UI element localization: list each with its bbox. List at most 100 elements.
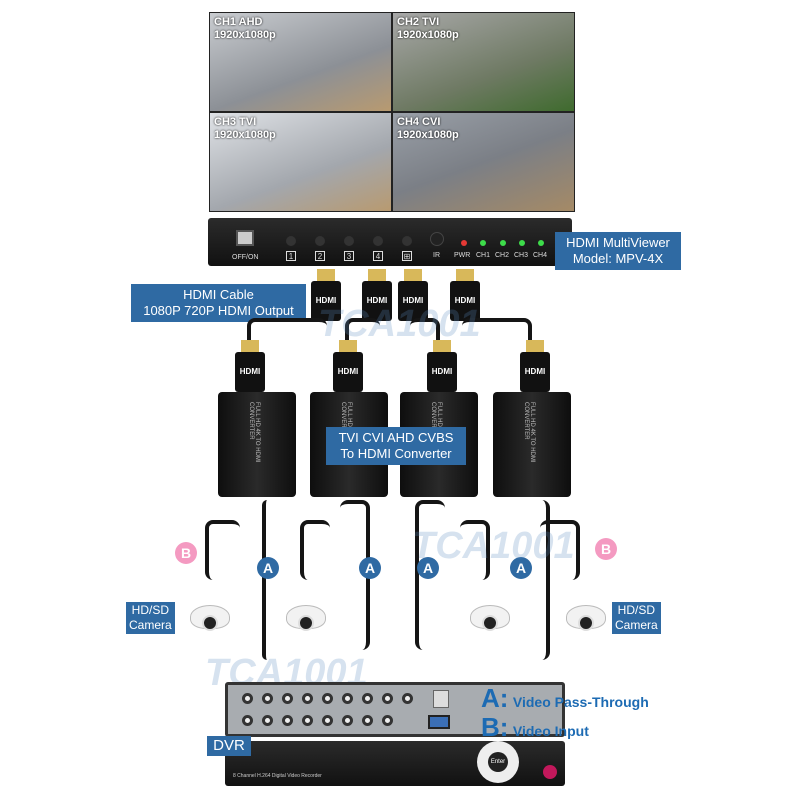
channel-resolution: 1920x1080p	[397, 129, 459, 141]
bnc-port	[282, 693, 293, 704]
channel-name: CH1 AHD	[214, 16, 263, 28]
camera-label-line1: HD/SD	[131, 603, 170, 617]
ir-label: IR	[433, 252, 440, 259]
camera	[466, 605, 514, 641]
camera-label-line1: HD/SD	[617, 603, 656, 617]
navigation-dial[interactable]: Enter	[477, 741, 519, 783]
channel-resolution: 1920x1080p	[214, 129, 276, 141]
watermark: TCA1001	[318, 303, 481, 345]
button-3-label: 3	[344, 251, 354, 261]
bnc-port	[342, 715, 353, 726]
button-3[interactable]	[344, 236, 354, 246]
hdmi-plug: HDMI	[520, 340, 550, 392]
button-1-label: 1	[286, 251, 296, 261]
legend-a-text: Video Pass-Through	[512, 694, 649, 710]
bnc-port	[262, 715, 273, 726]
led-label: CH1	[476, 252, 491, 259]
bnc-cable-b	[205, 520, 240, 580]
badge-a: A	[510, 557, 532, 579]
legend-b-text: Video Input	[512, 723, 589, 739]
watermark: TCA1001	[412, 525, 575, 567]
led-label: CH4	[533, 252, 548, 259]
hdmi-cable	[345, 318, 380, 353]
legend-b: B: Video Input	[481, 712, 589, 743]
led-ch2	[500, 240, 506, 246]
hdmi-plug: HDMI	[398, 269, 428, 321]
bnc-port	[282, 715, 293, 726]
vga-port	[428, 715, 450, 729]
power-button[interactable]	[543, 765, 557, 779]
bnc-port	[382, 693, 393, 704]
button-2-label: 2	[315, 251, 325, 261]
hdmi-cable	[410, 318, 440, 353]
button-4-label: 4	[373, 251, 383, 261]
converter-text: FULL HD 4K TO HDMI CONVERTER	[248, 402, 260, 463]
badge-a: A	[417, 557, 439, 579]
legend-a: A: Video Pass-Through	[481, 683, 649, 714]
led-ch4	[538, 240, 544, 246]
hdmi-plug: HDMI	[333, 340, 363, 392]
converter-label: TVI CVI AHD CVBS To HDMI Converter	[326, 427, 466, 465]
bnc-cable-b	[540, 520, 580, 580]
bnc-port	[362, 693, 373, 704]
bnc-cable-a	[520, 500, 550, 660]
bnc-port	[322, 693, 333, 704]
converter-label-line1: TVI CVI AHD CVBS	[338, 430, 454, 445]
hdmi-plug: HDMI	[362, 269, 392, 321]
button-4[interactable]	[373, 236, 383, 246]
bnc-cable-a	[415, 500, 445, 650]
camera	[282, 605, 330, 641]
hdmi-plug: HDMI	[311, 269, 341, 321]
hdmi-cable-label: HDMI Cable 1080P 720P HDMI Output	[131, 284, 306, 322]
hdmi-cable	[247, 318, 327, 353]
hdmi-cable	[462, 318, 532, 353]
bnc-port	[322, 715, 333, 726]
converter-4: FULL HD 4K TO HDMI CONVERTER	[493, 392, 571, 497]
button-quad-label: ⊞	[402, 251, 412, 261]
dvr-label: DVR	[207, 736, 251, 756]
bnc-port	[262, 693, 273, 704]
button-quad[interactable]	[402, 236, 412, 246]
button-1[interactable]	[286, 236, 296, 246]
hdmi-plug: HDMI	[450, 269, 480, 321]
badge-a: A	[257, 557, 279, 579]
led-label: PWR	[454, 252, 471, 259]
hdmi-multiviewer-device: OFF/ON 1 2 3 4 ⊞ IR PWR CH1 CH2 CH3 CH4	[208, 218, 572, 266]
channel-name: CH3 TVI	[214, 116, 257, 128]
channel-name: CH2 TVI	[397, 16, 440, 28]
legend-b-key: B:	[481, 712, 509, 742]
badge-a: A	[359, 557, 381, 579]
bnc-port	[242, 715, 253, 726]
bnc-port	[302, 715, 313, 726]
led-label: CH3	[514, 252, 529, 259]
channel-resolution: 1920x1080p	[397, 29, 459, 41]
bnc-port	[382, 715, 393, 726]
button-2[interactable]	[315, 236, 325, 246]
converter-text: FULL HD 4K TO HDMI CONVERTER	[523, 402, 535, 463]
ir-sensor	[430, 232, 444, 246]
bnc-port	[342, 693, 353, 704]
dvr-front-panel: 8 Channel H.264 Digital Video Recorder E…	[225, 741, 565, 786]
channel-resolution: 1920x1080p	[214, 29, 276, 41]
badge-b: B	[595, 538, 617, 560]
enter-button[interactable]: Enter	[488, 752, 508, 772]
power-switch[interactable]	[236, 230, 254, 246]
bnc-cable-a	[262, 500, 272, 660]
channel-name: CH4 CVI	[397, 116, 441, 128]
bnc-cable-b	[300, 520, 330, 580]
cable-label-line2: 1080P 720P HDMI Output	[143, 303, 294, 318]
usb-ports	[433, 690, 449, 708]
dvr-rear-panel	[225, 682, 565, 737]
camera	[186, 605, 234, 641]
converter-label-line2: To HDMI Converter	[340, 446, 452, 461]
led-ch1	[480, 240, 486, 246]
multiviewer-title: HDMI MultiViewer	[566, 235, 670, 250]
power-switch-label: OFF/ON	[232, 254, 259, 261]
bnc-port	[362, 715, 373, 726]
